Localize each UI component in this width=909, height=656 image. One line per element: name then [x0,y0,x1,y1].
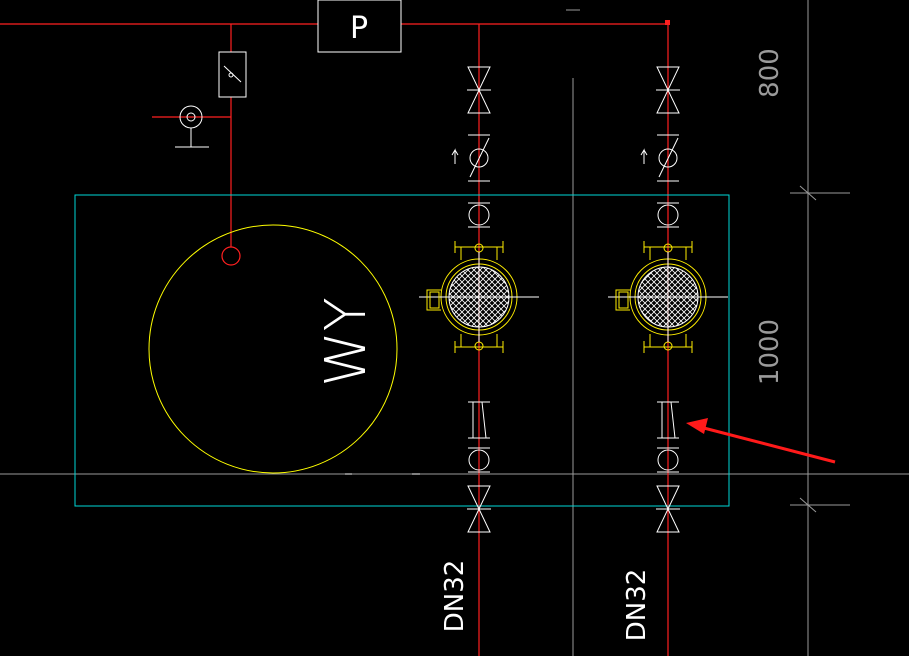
strainer-icon [419,241,539,353]
gate-valve-icon [467,66,491,114]
union-fitting-icon [468,447,490,473]
flexible-joint-icon [468,401,490,439]
pump-label: P [350,11,368,46]
union-fitting-icon [657,447,679,473]
strainer-icon [608,241,728,353]
dimension-label-mid: 1000 [755,319,785,385]
union-fitting-icon [468,202,490,228]
pipe-label-left: DN32 [440,560,470,633]
gate-valve-icon [656,66,680,114]
equipment-frame [74,194,730,507]
branch-left [419,66,539,533]
pipe-corner-marker [665,20,670,25]
pump-box [317,0,402,53]
tank-circle [148,224,398,474]
branch-right [608,66,728,533]
tank-inlet-icon [221,246,241,266]
flexible-joint-icon [657,401,679,439]
pipe-label-right: DN32 [622,569,652,642]
pressure-gauge-icon [175,105,209,148]
dimension-label-top: 800 [755,48,785,98]
union-fitting-icon [657,202,679,228]
tank-label: WY [314,297,379,387]
gate-valve-icon [467,485,491,533]
annotation-arrow [686,418,836,464]
pressure-switch [218,51,247,98]
check-valve-icon [451,134,490,182]
check-valve-icon [640,134,679,182]
gate-valve-icon [656,485,680,533]
